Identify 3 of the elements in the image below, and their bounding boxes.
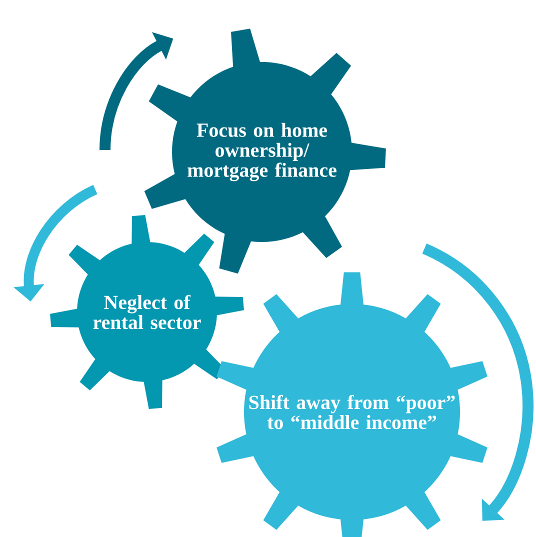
gear: Focus on home ownership/ mortgage finance bbox=[144, 28, 386, 274]
gear: Neglect of rental sector bbox=[50, 215, 244, 409]
gear: Shift away from “poor” to “middle income” bbox=[216, 272, 488, 537]
